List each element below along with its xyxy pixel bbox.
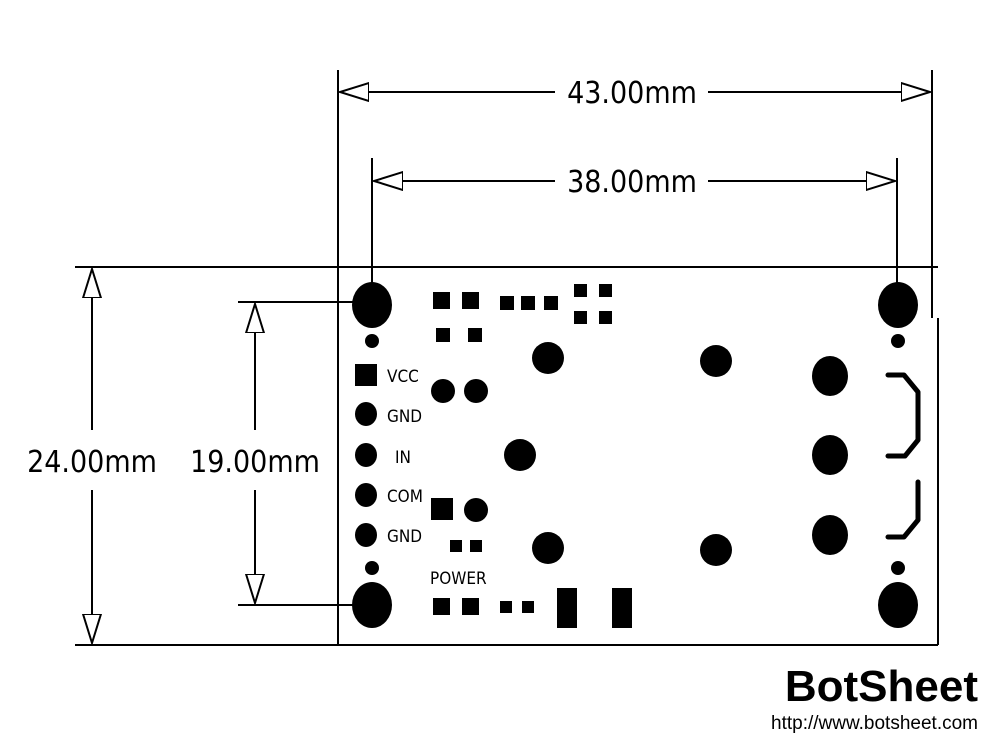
- dimension-label-38mm: 38.00mm: [567, 165, 697, 200]
- header-pins: [355, 364, 377, 547]
- smd-pads: [431, 284, 632, 628]
- pcb-outline: [338, 266, 939, 646]
- dimension-label-43mm: 43.00mm: [567, 76, 697, 111]
- mounting-hole-bottom-right: [878, 582, 918, 628]
- power-led-label: POWER: [430, 569, 487, 589]
- mounting-holes: [352, 282, 918, 628]
- pin-pad-in: [355, 443, 377, 467]
- mounting-hole-top-right: [878, 282, 918, 328]
- pin-pad-vcc: [355, 364, 377, 386]
- extension-lines: [75, 70, 933, 646]
- dimension-label-24mm: 24.00mm: [27, 445, 157, 480]
- pin-label-in: IN: [395, 448, 411, 468]
- brand-logo-text: BotSheet: [785, 662, 978, 711]
- mounting-hole-top-left: [352, 282, 392, 328]
- pin-label-vcc: VCC: [387, 367, 419, 387]
- pin-pad-com: [355, 483, 377, 507]
- pin-pad-gnd-2: [355, 523, 377, 547]
- pin-label-gnd-2: GND: [387, 527, 422, 547]
- pin-pad-gnd: [355, 402, 377, 426]
- pin-label-gnd: GND: [387, 407, 422, 427]
- mounting-hole-bottom-left: [352, 582, 392, 628]
- through-hole-pads: [431, 342, 848, 566]
- dimension-label-19mm: 19.00mm: [190, 445, 320, 480]
- relay-switch-symbol: [885, 372, 921, 540]
- pin-label-com: COM: [387, 487, 423, 507]
- brand-url: http://www.botsheet.com: [771, 713, 978, 734]
